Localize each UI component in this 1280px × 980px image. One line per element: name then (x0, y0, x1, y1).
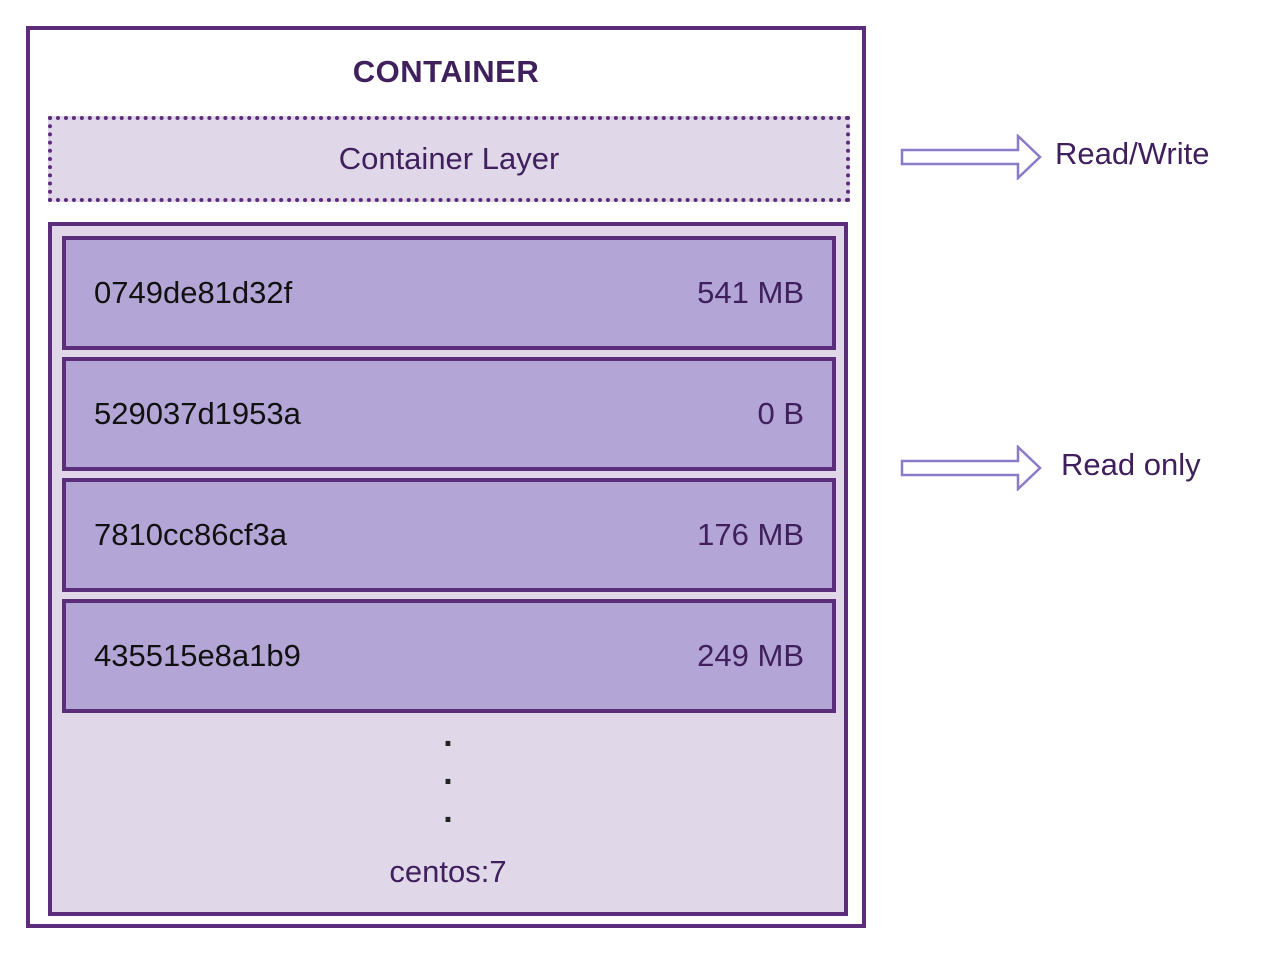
layer-size: 0 B (757, 396, 804, 431)
read-only-label: Read only (1061, 447, 1201, 482)
image-layer-row: 0749de81d32f 541 MB (62, 236, 836, 350)
read-write-label: Read/Write (1055, 136, 1210, 171)
layer-size: 541 MB (697, 275, 804, 310)
layer-id: 7810cc86cf3a (94, 517, 288, 552)
ellipsis-dots: . . . (443, 716, 453, 830)
layer-id: 435515e8a1b9 (94, 638, 301, 673)
image-layer-row: 435515e8a1b9 249 MB (62, 599, 836, 713)
container-box: CONTAINER Container Layer 0749de81d32f 5… (26, 26, 866, 928)
container-title: CONTAINER (352, 54, 540, 89)
layer-id: 529037d1953a (94, 396, 301, 431)
layer-size: 176 MB (697, 517, 804, 552)
image-box: 0749de81d32f 541 MB 529037d1953a 0 B 781… (48, 222, 848, 916)
right-arrow-icon (900, 445, 1042, 491)
layer-size: 249 MB (697, 638, 804, 673)
layer-id: 0749de81d32f (94, 275, 293, 310)
container-layer: Container Layer (48, 116, 850, 202)
image-layer-row: 7810cc86cf3a 176 MB (62, 478, 836, 592)
image-name: centos:7 (389, 854, 507, 889)
container-layer-label: Container Layer (338, 141, 560, 176)
right-arrow-icon (900, 134, 1042, 180)
image-layer-row: 529037d1953a 0 B (62, 357, 836, 471)
